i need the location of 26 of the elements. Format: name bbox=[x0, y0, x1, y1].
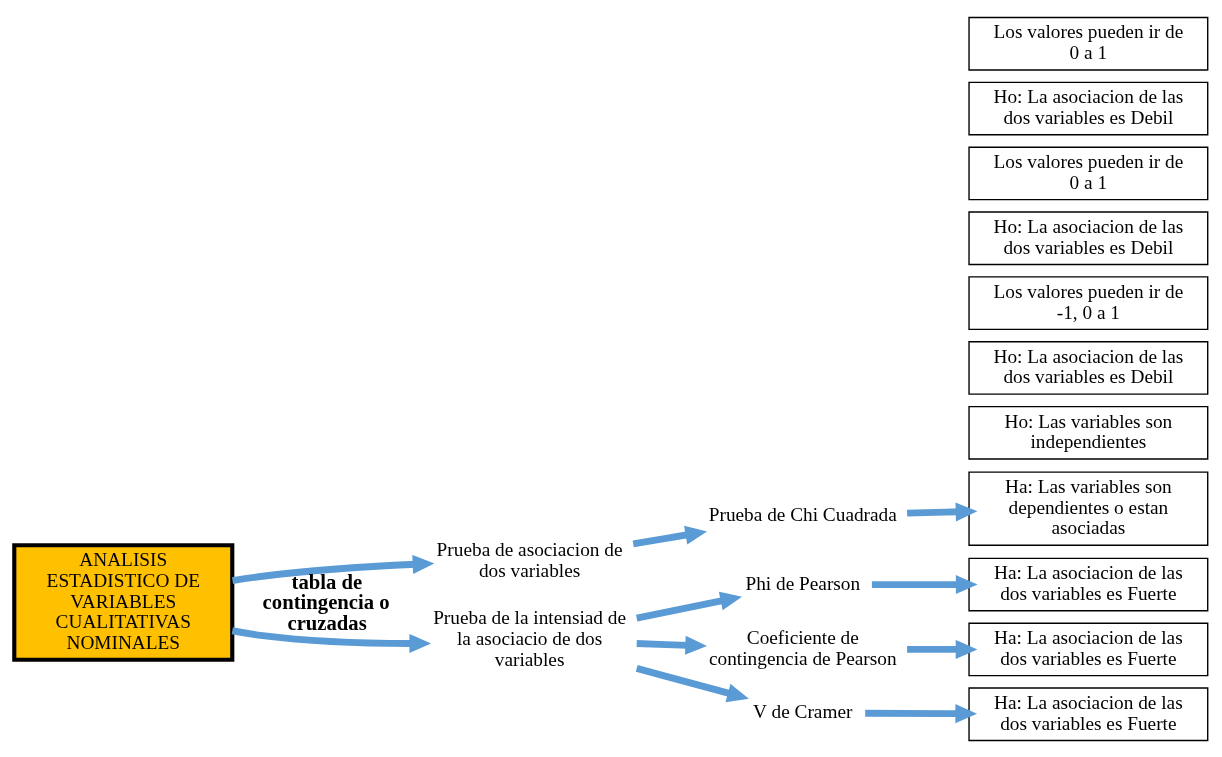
edge-label: tabla de contingencia o cruzadas bbox=[262, 570, 390, 634]
node-text: Prueba de Chi Cuadrada bbox=[708, 503, 897, 525]
node-box: Ha: La asociacion de las dos variables es Fuerte bbox=[968, 622, 1209, 676]
node-box: Ha: La asociacion de las dos variables es Fuerte bbox=[968, 686, 1209, 741]
node-box: Ho: La asociacion de las dos variables es Debil bbox=[968, 81, 1209, 135]
node-text: V de Cramer bbox=[753, 700, 853, 722]
arrow bbox=[231, 554, 435, 584]
arrow bbox=[636, 635, 708, 655]
arrow bbox=[635, 664, 749, 702]
node-box: Ho: La asociacion de las dos variables es Debil bbox=[968, 340, 1209, 395]
node-box: Ho: Las variables son independientes bbox=[968, 405, 1209, 460]
node-text: Coeficiente de contingencia de Pearson bbox=[709, 626, 897, 669]
arrow bbox=[632, 525, 708, 547]
arrow bbox=[871, 574, 978, 594]
node-box: ANALISIS ESTADISTICO DE VARIABLES CUALITATIVAS NOMINALES bbox=[12, 542, 235, 662]
node-box: Ho: La asociacion de las dos variables es Debil bbox=[968, 210, 1209, 265]
node-box: Los valores pueden ir de 0 a 1 bbox=[968, 146, 1209, 200]
node-box: Ha: La asociacion de las dos variables es Fuerte bbox=[968, 557, 1209, 611]
node-text: Phi de Pearson bbox=[745, 572, 861, 594]
arrow bbox=[231, 626, 432, 653]
node-text: Prueba de asociacion de dos variables bbox=[436, 538, 623, 581]
arrow bbox=[636, 591, 743, 622]
node-box: Ha: Las variables son dependientes o estan asociadas bbox=[968, 470, 1209, 546]
node-text: Prueba de la intensiad de la asociacio de dos variables bbox=[433, 606, 627, 670]
node-box: Los valores pueden ir de 0 a 1 bbox=[968, 16, 1209, 71]
node-box: Los valores pueden ir de -1, 0 a 1 bbox=[968, 275, 1209, 330]
